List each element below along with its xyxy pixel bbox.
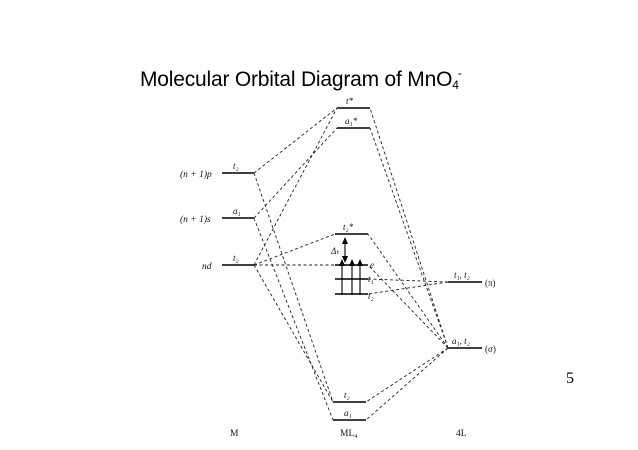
- column-complex-label: ML₄: [340, 429, 358, 439]
- ligand-pi-label: (π): [485, 278, 496, 288]
- complex-t1-label: t₁: [368, 274, 374, 284]
- column-ligand-label: 4L: [456, 429, 467, 439]
- correlation-lines: [253, 107, 449, 421]
- title-superscript: -: [457, 66, 462, 80]
- complex-a1-bond-label: a₁: [344, 408, 352, 418]
- transition-arrows: [339, 237, 363, 295]
- metal-nd-symmetry: t₂: [233, 253, 239, 263]
- complex-t-star-label: t*: [346, 96, 354, 106]
- complex-t2-low-label: t₂: [368, 291, 374, 301]
- metal-np-label: (n + 1)p: [180, 169, 212, 180]
- ligand-pi-symmetry: t₁, t₂: [454, 270, 470, 280]
- metal-ns-label: (n + 1)s: [180, 214, 211, 225]
- metal-np-symmetry: t₂: [233, 161, 239, 171]
- complex-e-label: e: [370, 260, 374, 270]
- complex-a1-star-label: a₁*: [345, 116, 358, 126]
- ligand-sigma-label: (σ): [485, 344, 496, 354]
- metal-nd-label: nd: [202, 262, 212, 272]
- complex-delta-label: Δₜ: [330, 246, 339, 256]
- column-metal-label: M: [230, 429, 239, 439]
- slide-title: Molecular Orbital Diagram of MnO4-: [140, 66, 462, 92]
- ligand-sigma-symmetry: a₁, t₂: [452, 336, 470, 346]
- complex-t2-bond-label: t₂: [344, 390, 350, 400]
- metal-ns-symmetry: a₁: [233, 206, 241, 216]
- complex-t2-star-label: t₂*: [343, 222, 354, 232]
- page-number: 5: [566, 370, 574, 387]
- title-subscript: 4: [452, 78, 459, 92]
- title-text: Molecular Orbital Diagram of MnO: [140, 68, 453, 91]
